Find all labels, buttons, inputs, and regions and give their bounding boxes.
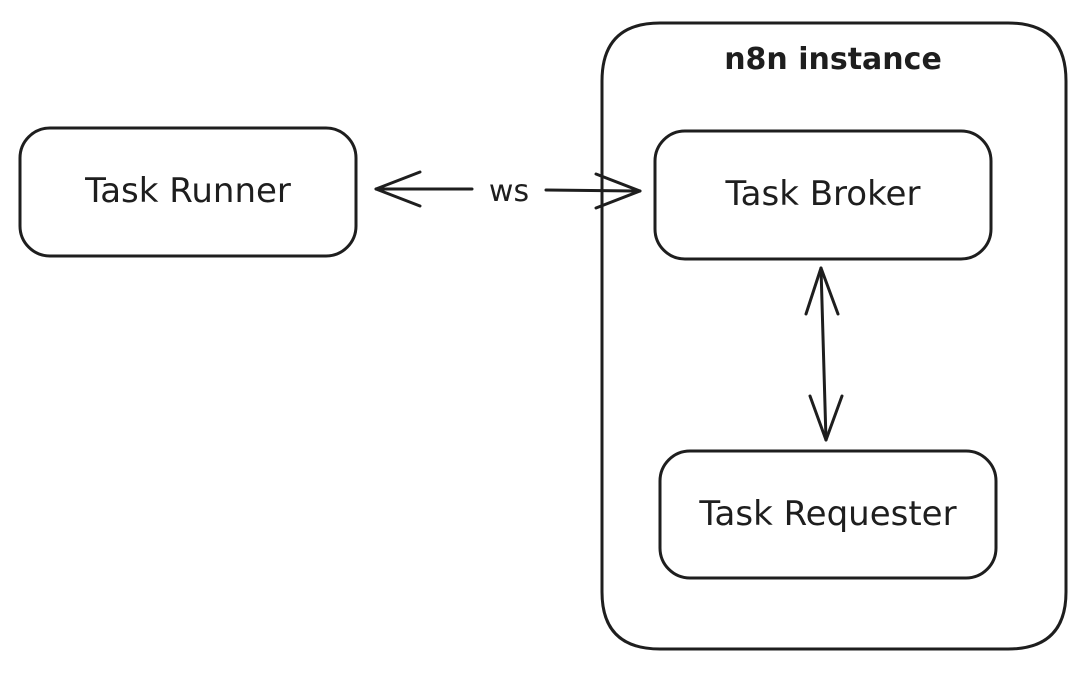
ws-arrow-right-head <box>594 172 642 210</box>
task-broker-node: Task Broker <box>653 129 993 261</box>
vertical-arrow-shaft <box>819 266 828 442</box>
vertical-arrow-bottom-head <box>808 394 844 442</box>
task-runner-node: Task Runner <box>18 126 358 258</box>
task-runner-label: Task Runner <box>84 171 291 211</box>
n8n-instance-container: n8n instance <box>600 21 1068 651</box>
task-requester-node: Task Requester <box>658 449 998 580</box>
ws-arrow-right-segment <box>544 188 642 193</box>
task-broker-label: Task Broker <box>725 174 921 214</box>
ws-edge-label: ws <box>489 174 529 209</box>
vertical-arrow-top-head <box>804 266 840 316</box>
ws-connection-arrow <box>374 170 642 210</box>
ws-arrow-left-head <box>374 170 422 208</box>
n8n-instance-label: n8n instance <box>724 42 942 77</box>
broker-requester-arrow <box>804 266 844 442</box>
task-requester-label: Task Requester <box>698 494 956 534</box>
